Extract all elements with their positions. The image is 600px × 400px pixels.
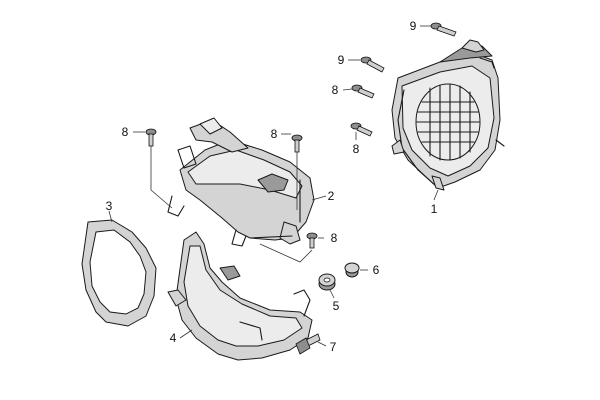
- callout-5: 5: [333, 299, 340, 313]
- screw-8-a: [145, 128, 157, 147]
- leader-lines: [108, 25, 439, 347]
- screw-8-d: [351, 84, 375, 99]
- screw-8-b: [291, 134, 303, 153]
- callout-8-b: 8: [271, 127, 278, 141]
- callout-8-a: 8: [122, 125, 129, 139]
- callout-8-d: 8: [332, 83, 339, 97]
- callout-8-e: 8: [353, 142, 360, 156]
- screw-8-e: [350, 122, 373, 137]
- callout-7: 7: [330, 340, 337, 354]
- screw-8-c: [306, 232, 318, 249]
- bolt-7-part: [295, 333, 321, 355]
- screw-9-b: [360, 56, 385, 73]
- callout-2: 2: [328, 189, 335, 203]
- lower-cover-part: [167, 231, 313, 361]
- fan-shroud-part: [391, 39, 505, 191]
- fan-grille-bars: [416, 84, 480, 161]
- callout-6: 6: [373, 263, 380, 277]
- callout-3: 3: [106, 199, 113, 213]
- upper-cover-part: [167, 117, 315, 247]
- callout-labels: 8 8 8 8 8 9 9 1 2 3 4 5 6 7: [106, 19, 438, 354]
- callout-8-c: 8: [331, 231, 338, 245]
- gasket-part: [81, 219, 157, 327]
- callout-9-b: 9: [410, 19, 417, 33]
- callout-4: 4: [170, 331, 177, 345]
- grommet-part: [318, 273, 336, 291]
- collar-part: [344, 262, 360, 278]
- callout-1: 1: [431, 202, 438, 216]
- screw-9-a: [430, 22, 457, 37]
- callout-9-a: 9: [338, 53, 345, 67]
